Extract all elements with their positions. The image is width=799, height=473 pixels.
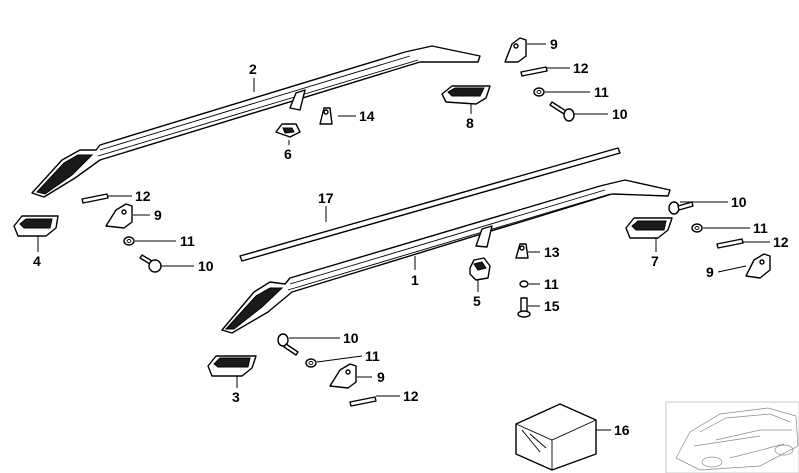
callout-15: 15 (544, 298, 560, 314)
callout-9-top: 9 (550, 36, 558, 52)
callout-9-right: 9 (706, 264, 714, 280)
callout-2: 2 (249, 61, 257, 77)
callout-6: 6 (284, 146, 292, 162)
callout-10-left: 10 (198, 258, 214, 274)
hardware-lower-middle (277, 333, 377, 407)
part-16-box (515, 403, 597, 471)
callout-12-bottom: 12 (403, 388, 419, 404)
car-thumbnail (665, 401, 799, 473)
leader-lines (37, 43, 770, 431)
roof-rail-lower (221, 179, 671, 334)
callout-9-bottom: 9 (377, 369, 385, 385)
callout-5: 5 (473, 293, 481, 309)
callout-12-left: 12 (135, 188, 151, 204)
hardware-right (668, 201, 771, 279)
callout-11-center: 11 (544, 276, 559, 292)
callout-3: 3 (232, 389, 240, 405)
callout-10-top: 10 (612, 106, 628, 122)
callout-10-bottom: 10 (343, 330, 359, 346)
callout-14: 14 (359, 108, 375, 124)
callout-11-bottom: 11 (365, 348, 380, 364)
callout-17: 17 (318, 190, 334, 206)
part-6-clip (275, 123, 301, 138)
part-8-cover (441, 85, 491, 105)
part-7-cover (625, 217, 673, 239)
callout-9-left: 9 (154, 207, 162, 223)
callout-numbers: 1 2 3 4 5 6 7 8 9 9 9 9 10 10 10 10 11 1… (33, 36, 789, 438)
callout-13: 13 (544, 244, 560, 260)
callout-11-left: 11 (180, 233, 195, 249)
hardware-center (469, 243, 531, 318)
hardware-top-right (504, 37, 575, 122)
roof-rail-upper (31, 45, 481, 198)
callout-12-top: 12 (573, 60, 589, 76)
part-3-cover (207, 355, 257, 377)
hardware-left (81, 193, 162, 273)
callout-11-right: 11 (753, 220, 768, 236)
callout-4: 4 (33, 253, 41, 269)
trim-strip (239, 147, 621, 262)
part-4-cover (13, 215, 59, 237)
callout-10-right: 10 (731, 194, 747, 210)
callout-8: 8 (466, 115, 474, 131)
callout-16: 16 (614, 422, 630, 438)
part-14-bracket (319, 107, 333, 125)
callout-7: 7 (651, 253, 659, 269)
callout-11-top: 11 (594, 84, 609, 100)
callout-12-right: 12 (773, 234, 789, 250)
callout-1: 1 (411, 272, 419, 288)
